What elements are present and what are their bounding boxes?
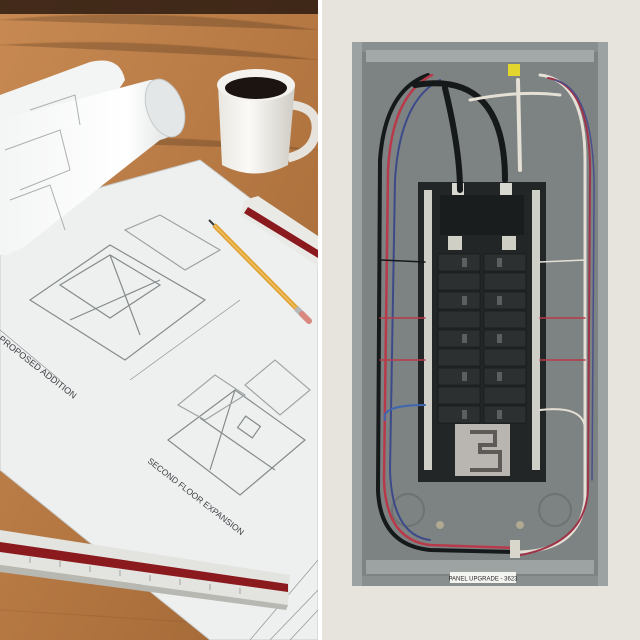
coffee [225, 77, 287, 99]
main-breaker [440, 195, 524, 235]
breaker-rows [437, 253, 527, 424]
scale-ruler-top [240, 196, 318, 266]
cable-clamp [510, 540, 520, 558]
floor-plan-second-floor [167, 359, 311, 496]
blueprint-photo: PROPOSED ADDITION SECOND FLOOR EXPANSION [0, 0, 318, 640]
wire-bundles [375, 73, 595, 557]
blueprint-scene: PROPOSED ADDITION SECOND FLOOR EXPANSION [0, 0, 318, 640]
photo-divider [318, 0, 322, 640]
wire-nut [508, 64, 520, 76]
floor-plan-proposed-addition [0, 214, 241, 381]
neutral-bar-left [424, 190, 432, 470]
panel-scene: PANEL UPGRADE - 3623 [322, 0, 640, 640]
electrical-panel-photo: PANEL UPGRADE - 3623 [322, 0, 640, 640]
coffee-mug [217, 69, 318, 174]
blueprint-sheet [0, 160, 318, 640]
scale-ruler-bottom [0, 530, 290, 610]
bus-bar-plate [455, 424, 510, 476]
panel-label-sticker [450, 572, 516, 583]
pencil [208, 219, 312, 324]
neutral-bar-right [532, 190, 540, 470]
rolled-blueprint [0, 60, 186, 255]
panel-label: PANEL UPGRADE - 3623 [448, 577, 518, 583]
